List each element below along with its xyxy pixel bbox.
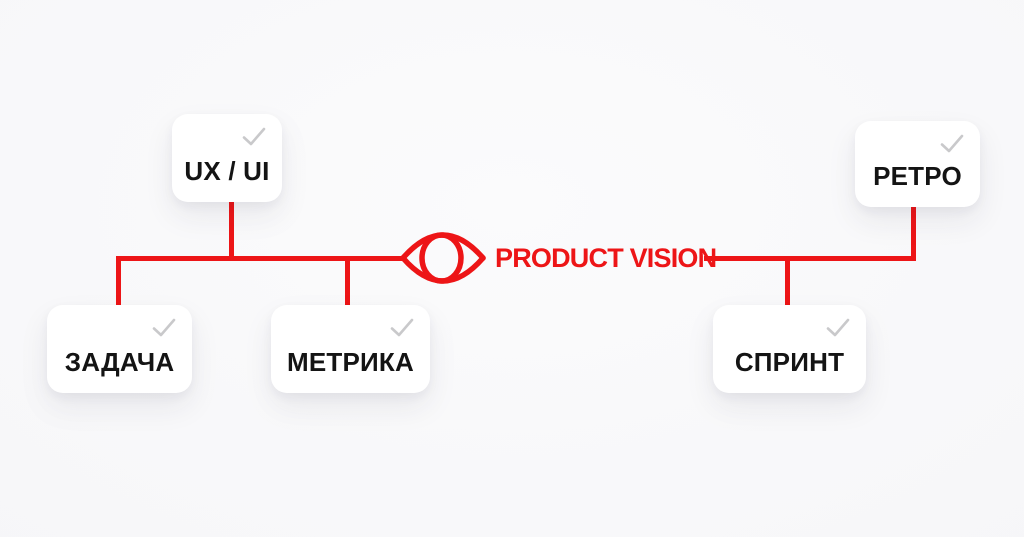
node-card-sprint: СПРИНТ bbox=[713, 305, 866, 393]
node-card-metrika: МЕТРИКА bbox=[271, 305, 430, 393]
node-label: ЗАДАЧА bbox=[64, 347, 175, 377]
node-label: РЕТРО bbox=[873, 161, 962, 191]
connector-retro-vertical bbox=[911, 205, 916, 261]
check-icon bbox=[390, 318, 414, 337]
check-icon bbox=[152, 318, 176, 337]
node-card-retro: РЕТРО bbox=[855, 121, 980, 207]
check-icon bbox=[242, 127, 266, 146]
check-icon bbox=[940, 134, 964, 153]
eye-icon bbox=[400, 232, 486, 284]
connector-left-horizontal bbox=[116, 256, 403, 261]
node-label: UX / UI bbox=[184, 156, 270, 186]
connector-right-horizontal bbox=[704, 256, 916, 261]
product-vision-title: PRODUCT VISION bbox=[495, 243, 717, 273]
check-icon bbox=[826, 318, 850, 337]
connector-zadacha-vertical bbox=[116, 256, 121, 308]
node-label: СПРИНТ bbox=[734, 347, 845, 377]
node-label: МЕТРИКА bbox=[287, 347, 414, 377]
node-card-zadacha: ЗАДАЧА bbox=[47, 305, 192, 393]
connector-metrika-vertical bbox=[345, 256, 350, 308]
node-card-ux-ui: UX / UI bbox=[172, 114, 282, 202]
connector-sprint-vertical bbox=[785, 256, 790, 308]
connector-uxui-vertical bbox=[229, 200, 234, 261]
